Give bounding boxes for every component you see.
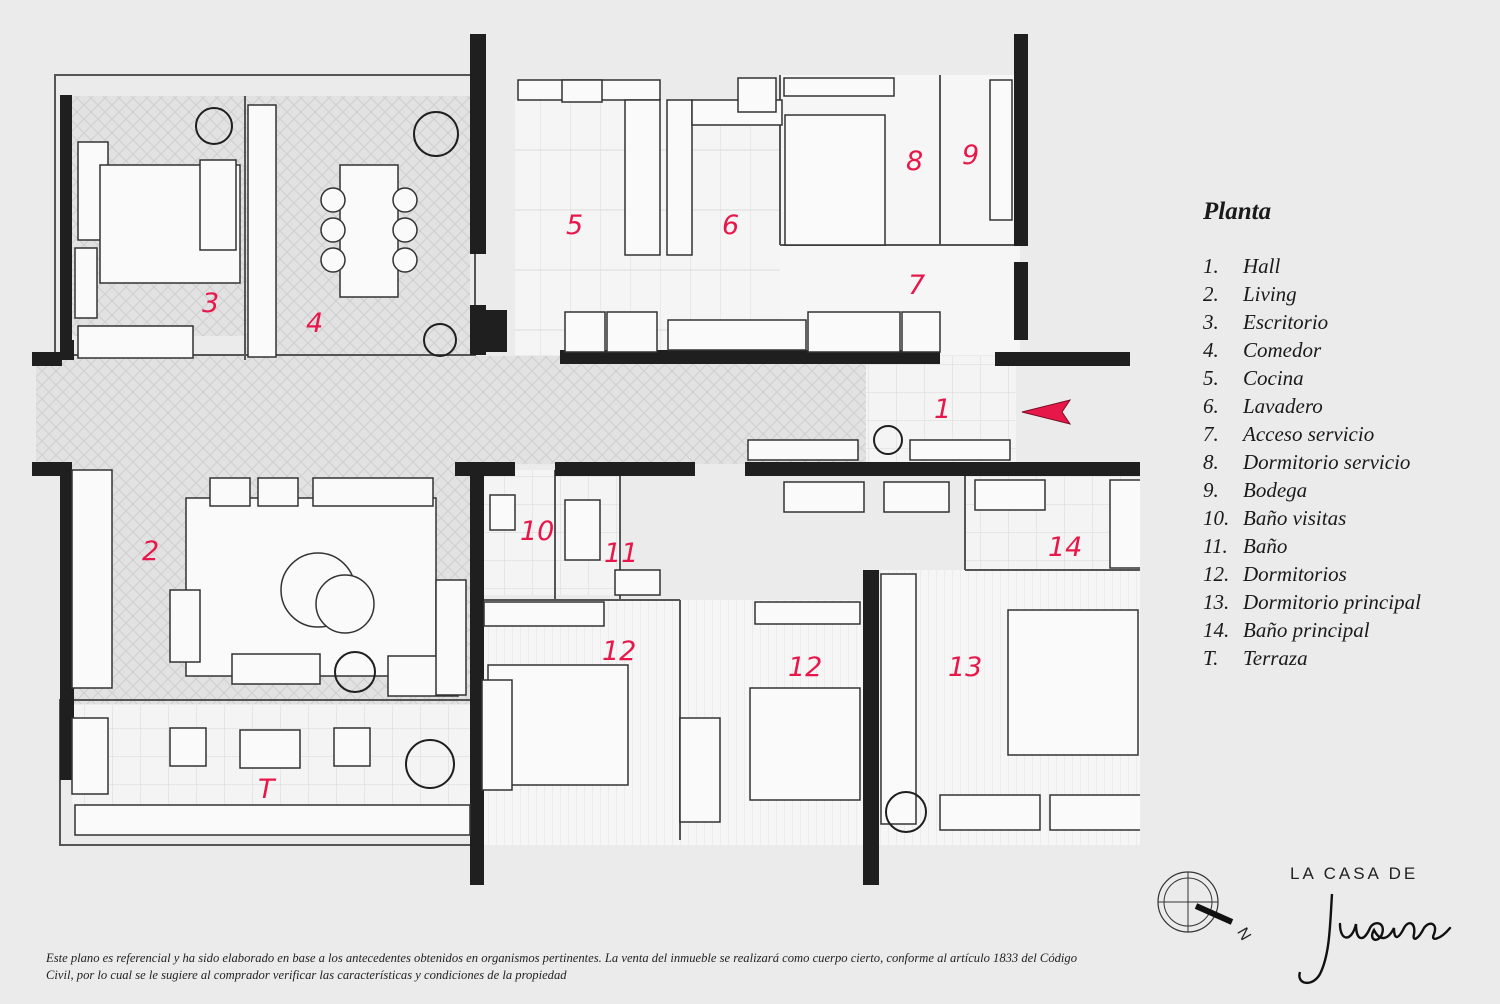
legend-item: 12.Dormitorios <box>1203 562 1347 586</box>
brand-logo: LA CASA DE <box>1290 858 1470 998</box>
entry-arrow-icon <box>1021 399 1072 425</box>
legend-item: 10.Baño visitas <box>1203 506 1347 530</box>
room-label-dormitorio-servicio: 8 <box>906 146 923 177</box>
room-label-hall: 1 <box>934 394 951 425</box>
legend-item: 13.Dormitorio principal <box>1203 590 1421 614</box>
legend-item: 5.Cocina <box>1203 366 1304 390</box>
room-label-acceso-servicio: 7 <box>908 270 925 301</box>
legend-item: 14.Baño principal <box>1203 618 1370 642</box>
room-label-bano-visitas: 10 <box>520 516 554 547</box>
room-label-dormitorio-b: 12 <box>788 652 822 683</box>
disclaimer-text: Este plano es referencial y ha sido elab… <box>46 951 1078 982</box>
legend-item: 1.Hall <box>1203 254 1281 278</box>
room-label-cocina: 5 <box>566 210 583 241</box>
room-label-bodega: 9 <box>962 140 979 171</box>
room-label-terraza: T <box>258 774 277 805</box>
room-label-lavadero: 6 <box>722 210 739 241</box>
room-label-dormitorio-principal: 13 <box>948 652 982 683</box>
legend-item: 6.Lavadero <box>1203 394 1323 418</box>
legend-item: 4.Comedor <box>1203 338 1322 362</box>
room-label-comedor: 4 <box>306 308 323 339</box>
legend-title: Planta <box>1203 198 1272 225</box>
brand-top-text: LA CASA DE <box>1290 864 1419 883</box>
legend-item: 8.Dormitorio servicio <box>1203 450 1411 474</box>
legend-item: T.Terraza <box>1203 646 1308 670</box>
legend-item: 7.Acceso servicio <box>1203 422 1375 446</box>
floor-plan: 1 2 3 4 5 6 7 8 9 10 11 12 12 13 14 T <box>32 34 1140 885</box>
room-label-escritorio: 3 <box>202 288 219 319</box>
room-label-bano-principal: 14 <box>1048 532 1082 563</box>
legend-item: 2.Living <box>1203 282 1297 306</box>
compass-north-label: N <box>1233 925 1254 944</box>
legend-item: 3.Escritorio <box>1203 310 1329 334</box>
room-label-bano: 11 <box>604 538 638 569</box>
legend-list: 1.Hall 2.Living 3.Escritorio 4.Comedor 5… <box>1203 252 1421 672</box>
room-label-living: 2 <box>142 536 159 567</box>
compass-icon: N <box>1157 871 1254 944</box>
brand-script-logo <box>1298 893 1452 984</box>
legend: Planta 1.Hall 2.Living 3.Escritorio 4.Co… <box>1203 198 1421 672</box>
legend-item: 11.Baño <box>1203 534 1288 558</box>
room-label-dormitorio-a: 12 <box>602 636 636 667</box>
legend-item: 9.Bodega <box>1203 478 1308 502</box>
